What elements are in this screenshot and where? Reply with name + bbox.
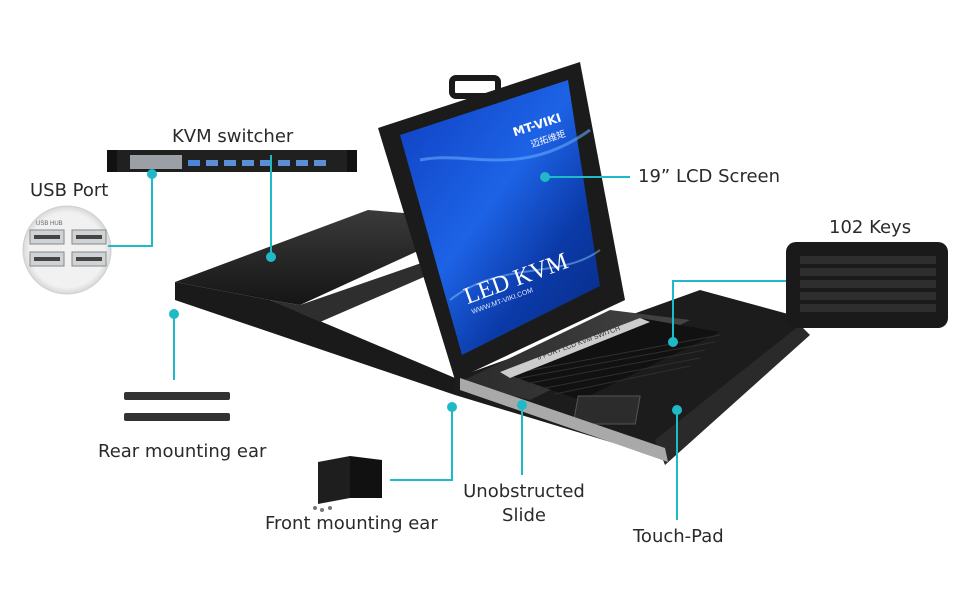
keyboard bbox=[500, 318, 721, 400]
usb-port-closeup bbox=[22, 205, 112, 295]
label-slide-line1: Unobstructed bbox=[463, 481, 585, 502]
label-slide-line2: Slide bbox=[502, 505, 546, 526]
kvm-switcher-unit bbox=[107, 150, 357, 172]
label-unobstructed-slide: Unobstructed Slide bbox=[463, 480, 585, 528]
rear-mounting-ears bbox=[124, 392, 230, 421]
callout-lines bbox=[108, 155, 786, 520]
label-lcd-screen: 19” LCD Screen bbox=[638, 166, 781, 187]
touch-pad bbox=[572, 395, 641, 425]
label-keys: 102 Keys bbox=[829, 217, 912, 238]
slide-rail bbox=[460, 378, 668, 462]
usb-hub-text: USB HUB bbox=[36, 221, 63, 227]
label-rear-mounting-ear: Rear mounting ear bbox=[98, 441, 267, 462]
label-usb-port: USB Port bbox=[30, 180, 109, 201]
label-touch-pad: Touch-Pad bbox=[633, 526, 724, 547]
label-kvm-switcher: KVM switcher bbox=[172, 126, 294, 147]
label-front-mounting-ear: Front mounting ear bbox=[265, 513, 438, 534]
lcd-monitor bbox=[378, 62, 625, 380]
keys-closeup bbox=[786, 242, 948, 328]
front-mounting-ears bbox=[313, 456, 382, 512]
